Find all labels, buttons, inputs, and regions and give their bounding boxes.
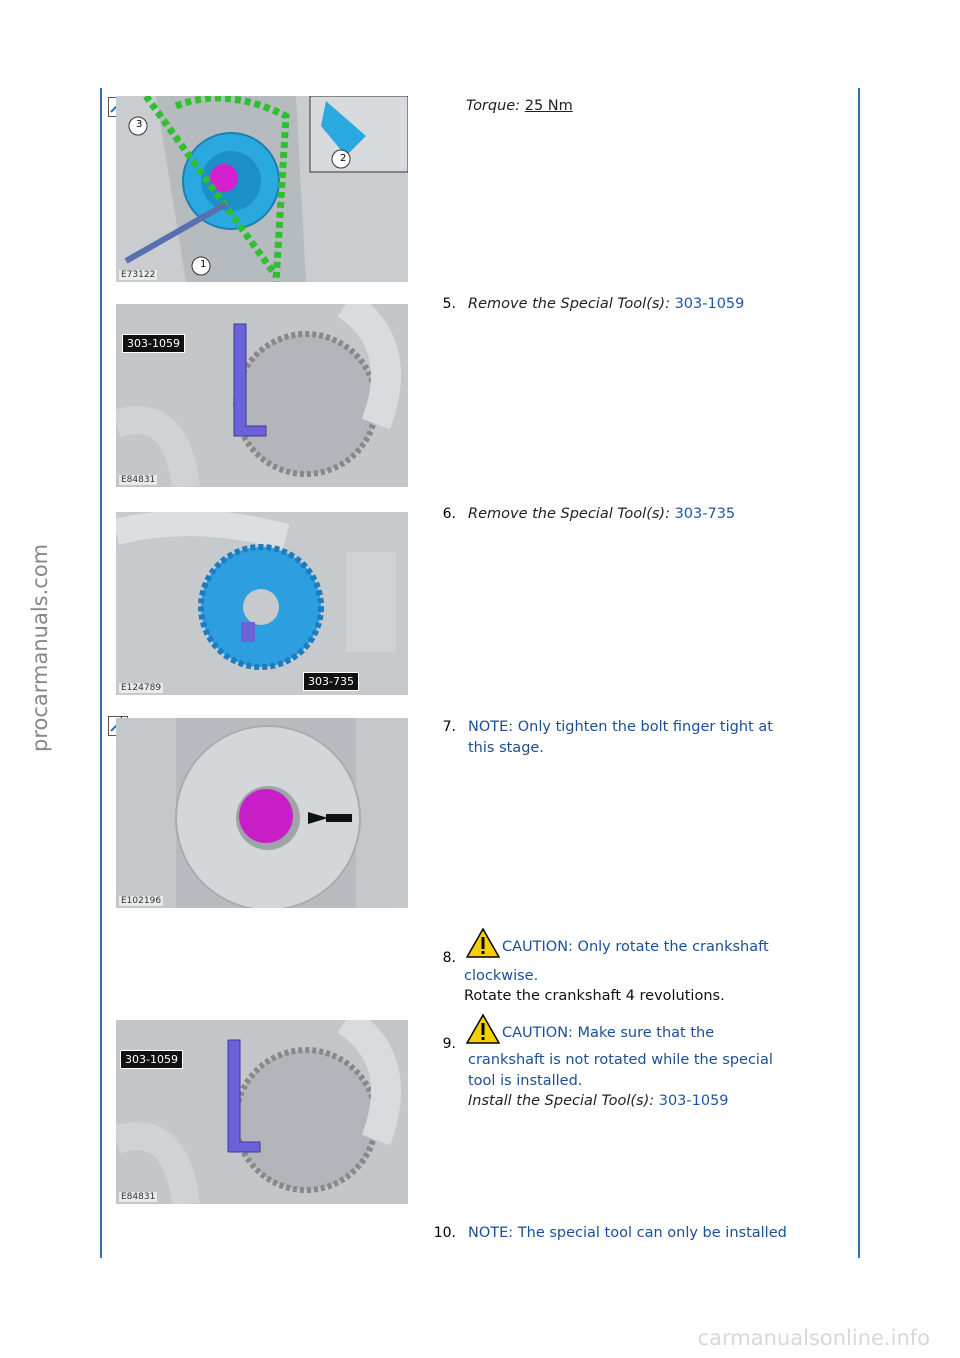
side-watermark: procarmanuals.com xyxy=(28,543,52,752)
figure-illustration xyxy=(116,1020,408,1204)
step-label: Remove the Special Tool(s): xyxy=(468,506,670,522)
figure-crankshaft-bolt: E102196 xyxy=(116,718,408,908)
callout-2: 2 xyxy=(340,153,347,164)
figure-illustration xyxy=(116,304,408,487)
figure-code: E84831 xyxy=(119,1192,158,1202)
callout-3: 3 xyxy=(136,119,143,130)
note-line: NOTE: Only tighten the bolt finger tight… xyxy=(468,719,773,735)
figure-timing-belt-sprocket: 3 2 1 E73122 xyxy=(116,96,408,282)
step-number: 6. xyxy=(442,506,456,522)
torque-label: Torque: xyxy=(466,98,521,114)
figure-illustration xyxy=(116,96,408,282)
step-number: 9. xyxy=(442,1036,456,1052)
tool-link[interactable]: 303-1059 xyxy=(674,296,745,312)
torque-spec: Torque: 25 Nm xyxy=(466,96,573,117)
step-7-note: NOTE: Only tighten the bolt finger tight… xyxy=(468,717,773,759)
step-6-text: Remove the Special Tool(s): 303-735 xyxy=(468,504,735,525)
tool-tag: 303-1059 xyxy=(120,1050,183,1069)
tool-link[interactable]: 303-1059 xyxy=(658,1093,729,1109)
tool-tag: 303-1059 xyxy=(122,334,185,353)
tool-tag: 303-735 xyxy=(303,672,359,691)
step-label: Remove the Special Tool(s): xyxy=(468,296,670,312)
right-border-line xyxy=(858,88,860,1258)
figure-tool-303-1059: 303-1059 E84831 xyxy=(116,304,408,487)
figure-illustration xyxy=(116,512,408,695)
step-number: 7. xyxy=(442,719,456,735)
footer-watermark: carmanualsonline.info xyxy=(697,1326,930,1350)
figure-code: E84831 xyxy=(119,475,158,485)
figure-tool-303-735: 303-735 E124789 xyxy=(116,512,408,695)
torque-value: 25 Nm xyxy=(524,98,573,114)
caution-line: clockwise. xyxy=(464,968,539,984)
caution-line: tool is installed. xyxy=(468,1073,583,1089)
figure-tool-303-1059-install: 303-1059 E84831 xyxy=(116,1020,408,1204)
step-instruction: Rotate the crankshaft 4 revolutions. xyxy=(464,988,725,1004)
step-label: Install the Special Tool(s): xyxy=(468,1093,655,1109)
left-border-line xyxy=(100,88,102,1258)
step-number: 8. xyxy=(442,950,456,966)
step-9-text: Install the Special Tool(s): 303-1059 xyxy=(468,1091,729,1112)
step-number: 5. xyxy=(442,296,456,312)
figure-code: E73122 xyxy=(119,270,158,280)
warning-icon xyxy=(466,1014,500,1044)
caution-line: crankshaft is not rotated while the spec… xyxy=(468,1052,773,1068)
figure-code: E102196 xyxy=(119,896,164,906)
figure-code: E124789 xyxy=(119,683,164,693)
step-5-text: Remove the Special Tool(s): 303-1059 xyxy=(468,294,744,315)
caution-line: CAUTION: Only rotate the crankshaft xyxy=(502,939,769,955)
step-number: 10. xyxy=(433,1225,456,1241)
tool-link[interactable]: 303-735 xyxy=(674,506,736,522)
note-line: this stage. xyxy=(468,740,544,756)
step-8-caution: CAUTION: Only rotate the crankshaft xyxy=(466,928,769,958)
caution-line: CAUTION: Make sure that the xyxy=(502,1025,715,1041)
callout-1: 1 xyxy=(200,259,207,270)
warning-icon xyxy=(466,928,500,958)
step-9-caution: CAUTION: Make sure that the xyxy=(466,1014,714,1044)
step-10-note: NOTE: The special tool can only be insta… xyxy=(468,1225,787,1241)
figure-illustration xyxy=(116,718,408,908)
